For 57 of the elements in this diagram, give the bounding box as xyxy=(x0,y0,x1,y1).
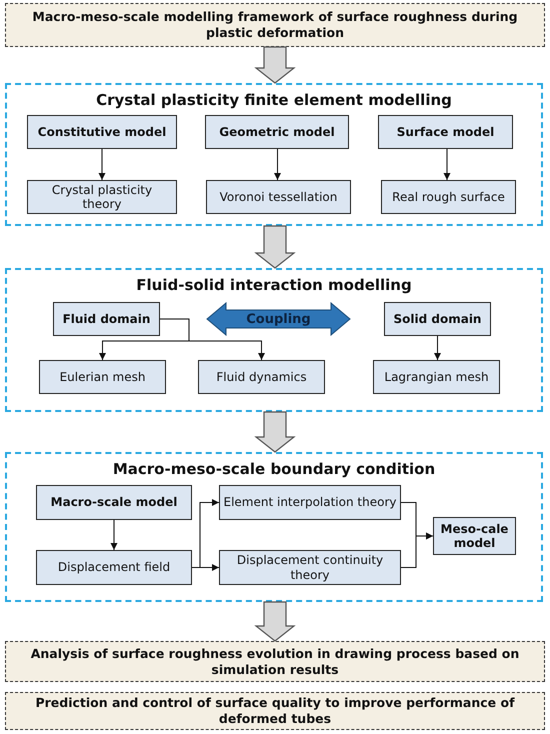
box-label: Fluid dynamics xyxy=(216,370,307,384)
block-arrow xyxy=(254,46,296,84)
box-label: Fluid domain xyxy=(62,312,150,326)
box-label: Lagrangian mesh xyxy=(384,370,489,384)
step-box xyxy=(5,692,545,730)
process-box xyxy=(378,115,513,149)
panel-title: Macro-meso-scale boundary condition xyxy=(112,460,436,478)
box-label: Displacement continuity theory xyxy=(236,553,384,582)
dashed-panel xyxy=(5,452,543,602)
arrow xyxy=(444,148,450,180)
box-label: Solid domain xyxy=(394,312,482,326)
step-box xyxy=(5,641,545,682)
process-box xyxy=(373,360,500,394)
process-box xyxy=(27,115,177,149)
box-label: Voronoi tessellation xyxy=(220,190,338,204)
box-label: Constitutive model xyxy=(38,124,166,140)
arrow xyxy=(110,520,118,550)
arrow xyxy=(98,148,106,180)
dashed-panel xyxy=(5,83,543,226)
box-label: Macro-meso-scale modelling framework of surface roughness during plastic deformation xyxy=(31,9,519,41)
panel-title: Fluid-solid interaction modelling xyxy=(136,276,412,294)
box-label: Geometric model xyxy=(219,124,335,140)
box-label: Element interpolation theory xyxy=(224,495,396,510)
box-label: Crystal plasticity theory xyxy=(50,182,154,212)
process-box xyxy=(53,302,160,336)
box-label: Surface model xyxy=(396,124,494,140)
process-box xyxy=(27,180,177,214)
process-box xyxy=(219,485,401,520)
block-arrow xyxy=(254,601,296,642)
step-box xyxy=(5,3,545,47)
box-label: Analysis of surface roughness evolution in drawing process based on simulation results xyxy=(30,646,520,678)
process-box xyxy=(206,180,351,214)
block-arrow xyxy=(254,411,296,453)
box-label: Real rough surface xyxy=(392,190,505,204)
process-box xyxy=(205,115,349,149)
process-box xyxy=(39,360,166,394)
box-label: Macro-scale model xyxy=(50,495,178,510)
dashed-panel xyxy=(5,268,543,412)
box-label: Displacement field xyxy=(58,560,170,575)
panel-title: Crystal plasticity finite element modelling xyxy=(96,91,452,109)
process-box xyxy=(433,517,516,555)
box-label: Meso-cale model xyxy=(440,522,510,550)
box-label: Eulerian mesh xyxy=(60,370,146,384)
process-box xyxy=(36,485,192,520)
coupling-label: Coupling xyxy=(246,312,311,326)
arrow xyxy=(160,318,265,360)
process-box xyxy=(381,180,516,214)
block-arrow xyxy=(254,225,296,269)
arrow xyxy=(192,564,220,571)
process-box xyxy=(198,360,325,394)
process-box xyxy=(384,302,491,336)
process-box xyxy=(219,550,401,585)
process-box xyxy=(36,550,192,585)
arrow xyxy=(434,336,441,360)
box-label: Prediction and control of surface quality to improve performance of deformed tubes xyxy=(34,695,516,727)
arrow xyxy=(400,532,434,568)
arrow xyxy=(274,148,281,180)
